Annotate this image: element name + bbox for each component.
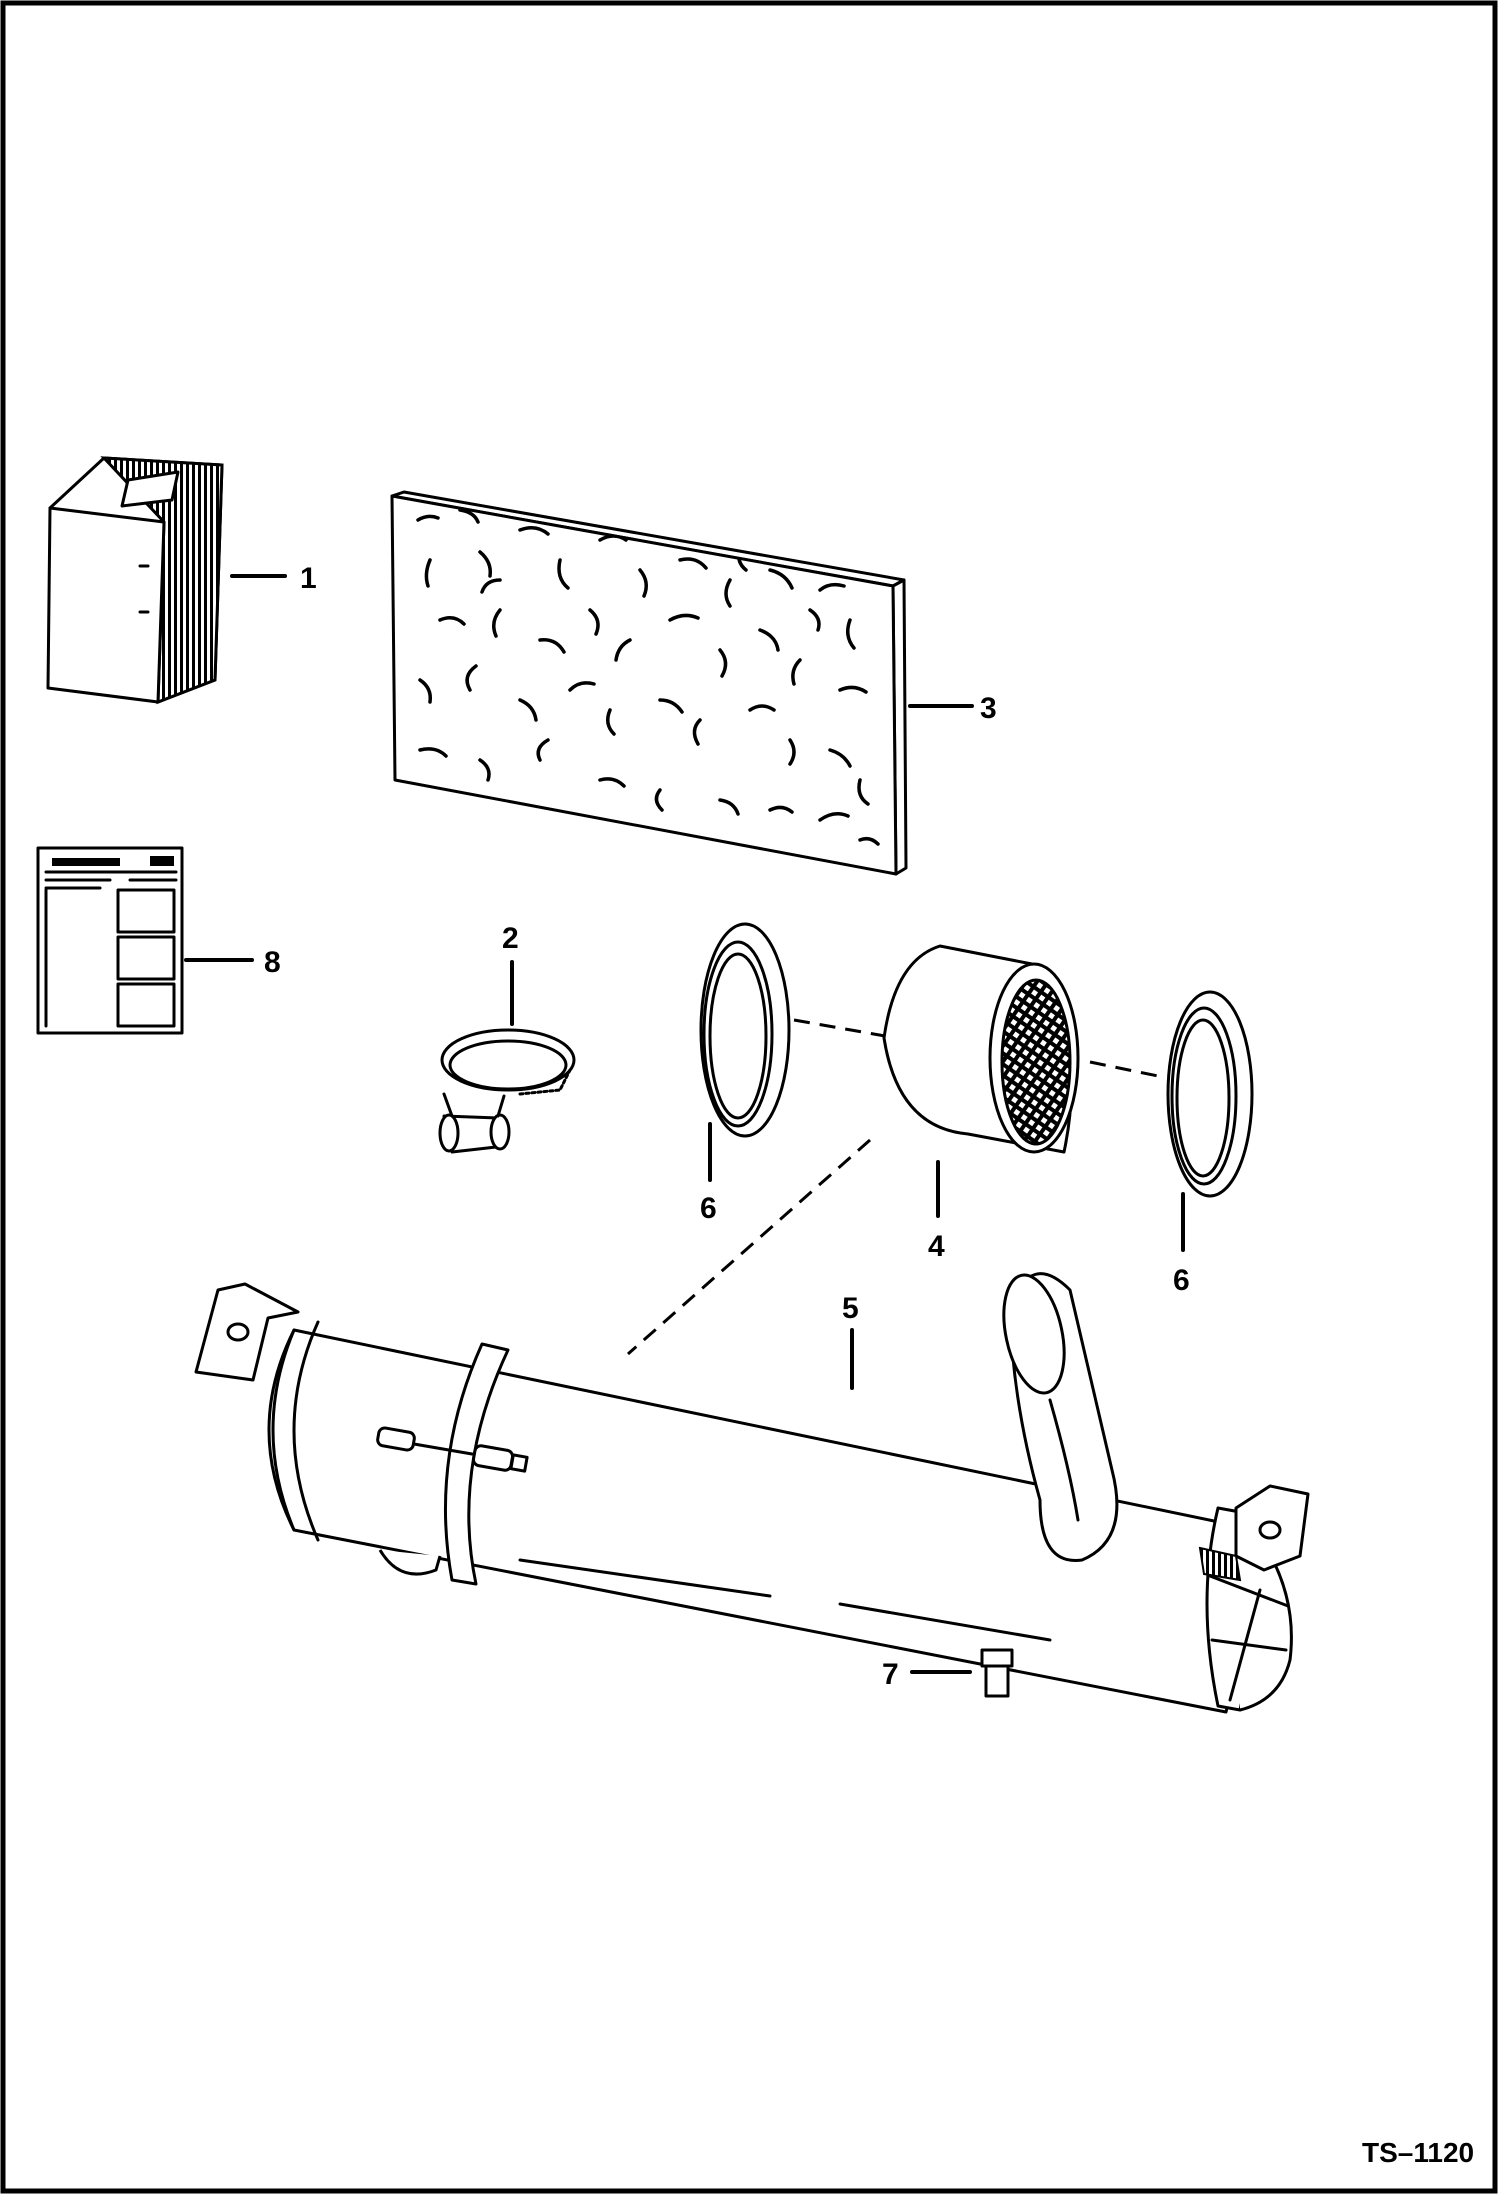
assembly-line-cylinder-ring — [1089, 1060, 1159, 1078]
gasket-ring-icon — [1166, 990, 1254, 1198]
gasket-ring-icon — [699, 922, 791, 1138]
callout-8: 8 — [264, 946, 281, 979]
callout-3: 3 — [980, 692, 997, 725]
hose-clamp-icon — [438, 1028, 576, 1154]
assembly-line-cylinder-muffler — [627, 1138, 871, 1356]
screen-cylinder-icon — [882, 944, 1080, 1154]
filter-element-box-icon — [46, 456, 224, 705]
callout-5: 5 — [842, 1292, 859, 1325]
callout-4: 4 — [928, 1230, 945, 1263]
callout-7: 7 — [882, 1658, 899, 1691]
callout-1: 1 — [300, 562, 317, 595]
callout-2: 2 — [502, 922, 519, 955]
clamp-bolt-icon — [376, 1426, 529, 1473]
drawing-number: TS–1120 — [1362, 2137, 1474, 2168]
drain-plug-icon — [980, 1648, 1014, 1698]
instruction-sheet-icon — [36, 846, 184, 1035]
assembly-line-ring-cylinder — [793, 1018, 886, 1038]
callout-6-right: 6 — [1173, 1264, 1190, 1297]
muffler-icon — [194, 1272, 1310, 1714]
callout-6-left: 6 — [700, 1192, 717, 1225]
foam-pad-icon — [390, 490, 908, 876]
